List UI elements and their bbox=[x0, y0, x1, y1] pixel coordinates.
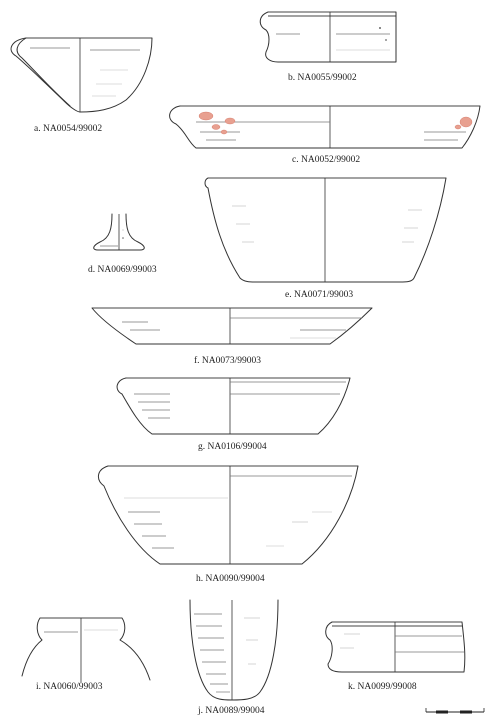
vessel-a-drawing bbox=[10, 37, 153, 113]
label-h: h. NA0090/99004 bbox=[196, 574, 265, 584]
vessel-g-drawing bbox=[116, 377, 351, 435]
vessel-f-drawing bbox=[91, 307, 373, 345]
vessel-e-drawing bbox=[204, 177, 447, 283]
scale-bar bbox=[425, 708, 485, 714]
label-e: e. NA0071/99003 bbox=[285, 290, 353, 300]
label-d: d. NA0069/99003 bbox=[88, 265, 157, 275]
label-a: a. NA0054/99002 bbox=[34, 124, 102, 134]
label-i: i. NA0060/99003 bbox=[36, 682, 103, 692]
label-k: k. NA0099/99008 bbox=[348, 682, 417, 692]
label-b: b. NA0055/99002 bbox=[288, 73, 357, 83]
vessel-b-drawing bbox=[259, 11, 397, 63]
label-c: c. NA0052/99002 bbox=[292, 155, 360, 165]
vessel-k-drawing bbox=[325, 621, 466, 673]
vessel-d-drawing bbox=[93, 213, 145, 251]
label-j: j. NA0089/99004 bbox=[197, 706, 265, 716]
label-f: f. NA0073/99003 bbox=[194, 355, 261, 366]
vessel-h-drawing bbox=[98, 465, 359, 565]
label-g: g. NA0106/99004 bbox=[198, 442, 267, 452]
vessel-j-drawing bbox=[189, 599, 279, 701]
vessel-c-drawing bbox=[169, 105, 481, 149]
vessel-i-drawing bbox=[21, 617, 151, 682]
